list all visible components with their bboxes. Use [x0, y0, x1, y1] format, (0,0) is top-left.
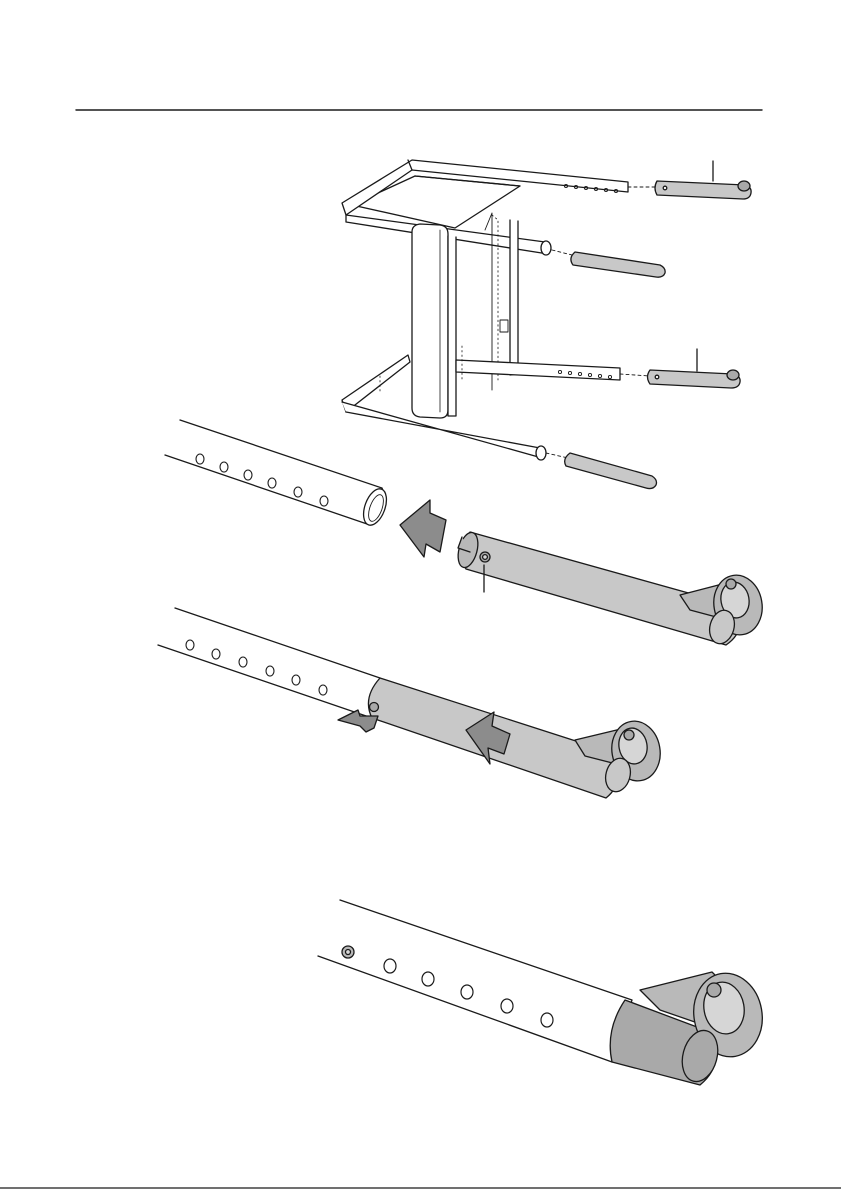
bottom-rail — [342, 355, 410, 412]
leg-with-wheel-top — [655, 181, 751, 199]
push-button-illustration — [158, 608, 665, 798]
stool-frame-illustration — [342, 160, 751, 489]
frame-tube — [158, 608, 380, 718]
backrest-cushion — [412, 224, 448, 418]
push-button — [370, 703, 379, 712]
frame-tube — [165, 420, 385, 525]
leg-plain-bottom — [565, 453, 657, 489]
leg-plain-top — [571, 252, 665, 277]
leg-with-wheel-bottom — [648, 370, 741, 388]
frame-tube — [318, 900, 632, 1062]
leg-tube — [461, 532, 739, 645]
insert-arrow — [400, 500, 446, 557]
leg-insert-illustration — [165, 420, 767, 647]
locked-leg-illustration — [318, 900, 769, 1086]
